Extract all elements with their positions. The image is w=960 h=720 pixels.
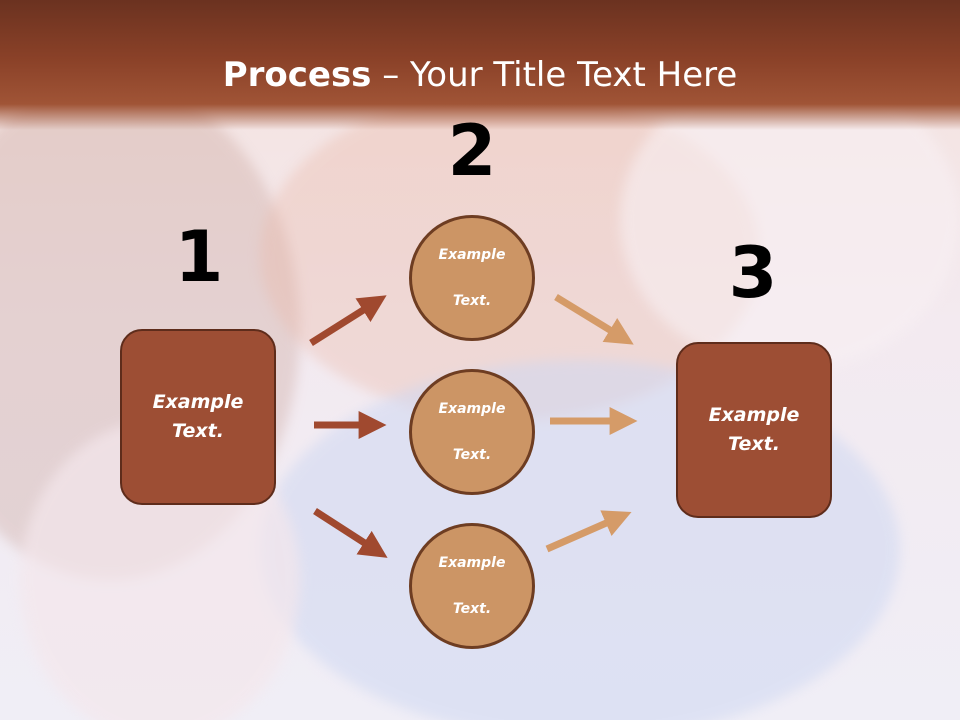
arrow-left-to-bottom <box>313 508 388 558</box>
title-rest: – Your Title Text Here <box>371 55 738 95</box>
circle-top-line1: Example <box>438 246 506 263</box>
circle-bottom-line2: Text. <box>452 600 492 617</box>
left-box-line2: Text. <box>172 420 224 442</box>
title-bold: Process <box>222 55 372 95</box>
circle-bottom-line1: Example <box>438 554 506 571</box>
arrow-bottom-to-right <box>545 510 632 553</box>
left-box-line1: Example <box>152 391 244 413</box>
arrow-left-to-top <box>309 295 387 346</box>
step-number-2: 2 <box>447 110 497 192</box>
right-box-line2: Text. <box>728 433 780 455</box>
title-bar <box>0 0 960 130</box>
step-number-1: 1 <box>174 216 224 298</box>
slide-title: Process – Your Title Text Here <box>0 50 960 100</box>
circle-middle-line1: Example <box>438 400 506 417</box>
step-number-3: 3 <box>728 232 778 314</box>
arrow-top-to-right <box>554 294 634 345</box>
circle-top-line2: Text. <box>452 292 492 309</box>
right-box-line1: Example <box>708 404 800 426</box>
circle-middle-line2: Text. <box>452 446 492 463</box>
